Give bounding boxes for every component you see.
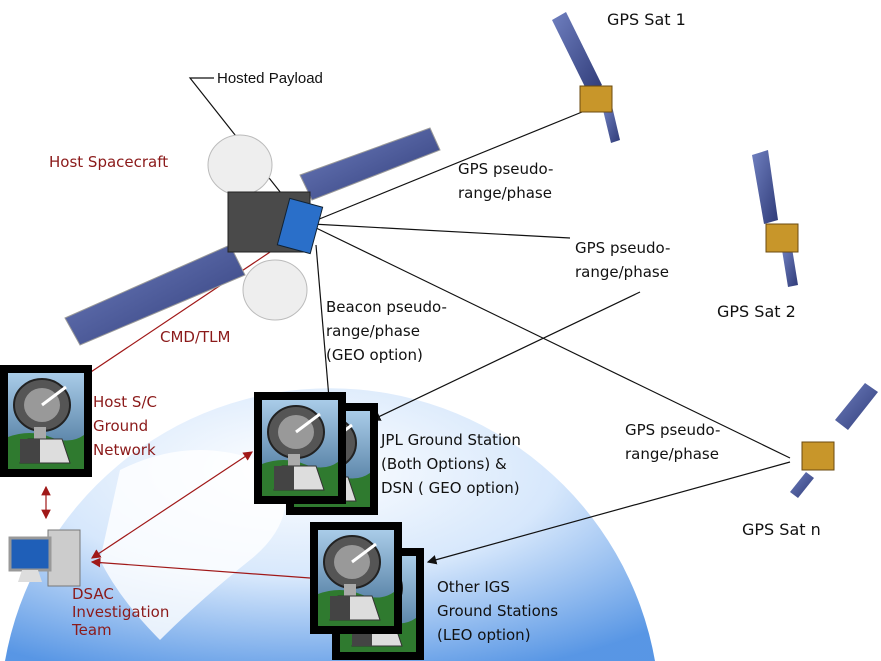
gps-sat-1-label: GPS Sat 1 xyxy=(607,10,686,29)
label-line: Beacon pseudo- xyxy=(326,298,447,316)
igs-ground-station-icon xyxy=(308,520,404,636)
gps-sat-n xyxy=(790,383,878,498)
label-line: Network xyxy=(93,441,156,459)
label-line: DSAC xyxy=(72,585,114,603)
label-line: range/phase xyxy=(326,322,420,340)
gps-sat-2 xyxy=(752,150,799,287)
cmd-tlm-label: CMD/TLM xyxy=(160,328,231,346)
label-line: Investigation xyxy=(72,603,170,621)
label-line: range/phase xyxy=(575,263,669,281)
jpl-ground-station-icon xyxy=(252,390,348,506)
label-line: Host S/C xyxy=(93,393,157,411)
gps-link-2-label: GPS pseudo- range/phase xyxy=(575,236,670,284)
label-line: (GEO option) xyxy=(326,346,423,364)
host-spacecraft-label: Host Spacecraft xyxy=(49,153,169,171)
igs-ground-label: Other IGS Ground Stations (LEO option) xyxy=(437,575,558,647)
gps-sat-2-label: GPS Sat 2 xyxy=(717,302,796,321)
beacon-link-label: Beacon pseudo- range/phase (GEO option) xyxy=(326,295,447,367)
label-line: Team xyxy=(72,621,112,639)
label-line: GPS pseudo- xyxy=(575,239,671,257)
computer-icon xyxy=(8,529,81,587)
label-line: Ground xyxy=(93,417,149,435)
label-line: JPL Ground Station xyxy=(381,431,521,449)
label-line: range/phase xyxy=(625,445,719,463)
host-ground-label: Host S/C Ground Network xyxy=(93,390,157,462)
hosted-payload-box xyxy=(276,197,324,255)
dsac-team-label: DSAC Investigation Team xyxy=(72,585,169,639)
label-line: (Both Options) & xyxy=(381,455,507,473)
label-line: range/phase xyxy=(458,184,552,202)
jpl-ground-label: JPL Ground Station (Both Options) & DSN … xyxy=(381,428,521,500)
host-spacecraft xyxy=(64,127,441,346)
hosted-payload-label: Hosted Payload xyxy=(217,70,323,87)
gps-sat-1 xyxy=(552,12,620,143)
label-line: GPS pseudo- xyxy=(625,421,721,439)
gps-link-1-label: GPS pseudo- range/phase xyxy=(458,157,553,205)
red-links xyxy=(41,231,311,579)
gps-sat-n-label: GPS Sat n xyxy=(742,520,821,539)
gps-link-n-label: GPS pseudo- range/phase xyxy=(625,418,720,466)
label-line: Other IGS xyxy=(437,578,510,596)
label-line: GPS pseudo- xyxy=(458,160,554,178)
black-links xyxy=(188,77,791,565)
host-ground-station-icon xyxy=(0,363,94,479)
label-line: (LEO option) xyxy=(437,626,531,644)
label-line: Ground Stations xyxy=(437,602,559,620)
label-line: DSN ( GEO option) xyxy=(381,479,520,497)
